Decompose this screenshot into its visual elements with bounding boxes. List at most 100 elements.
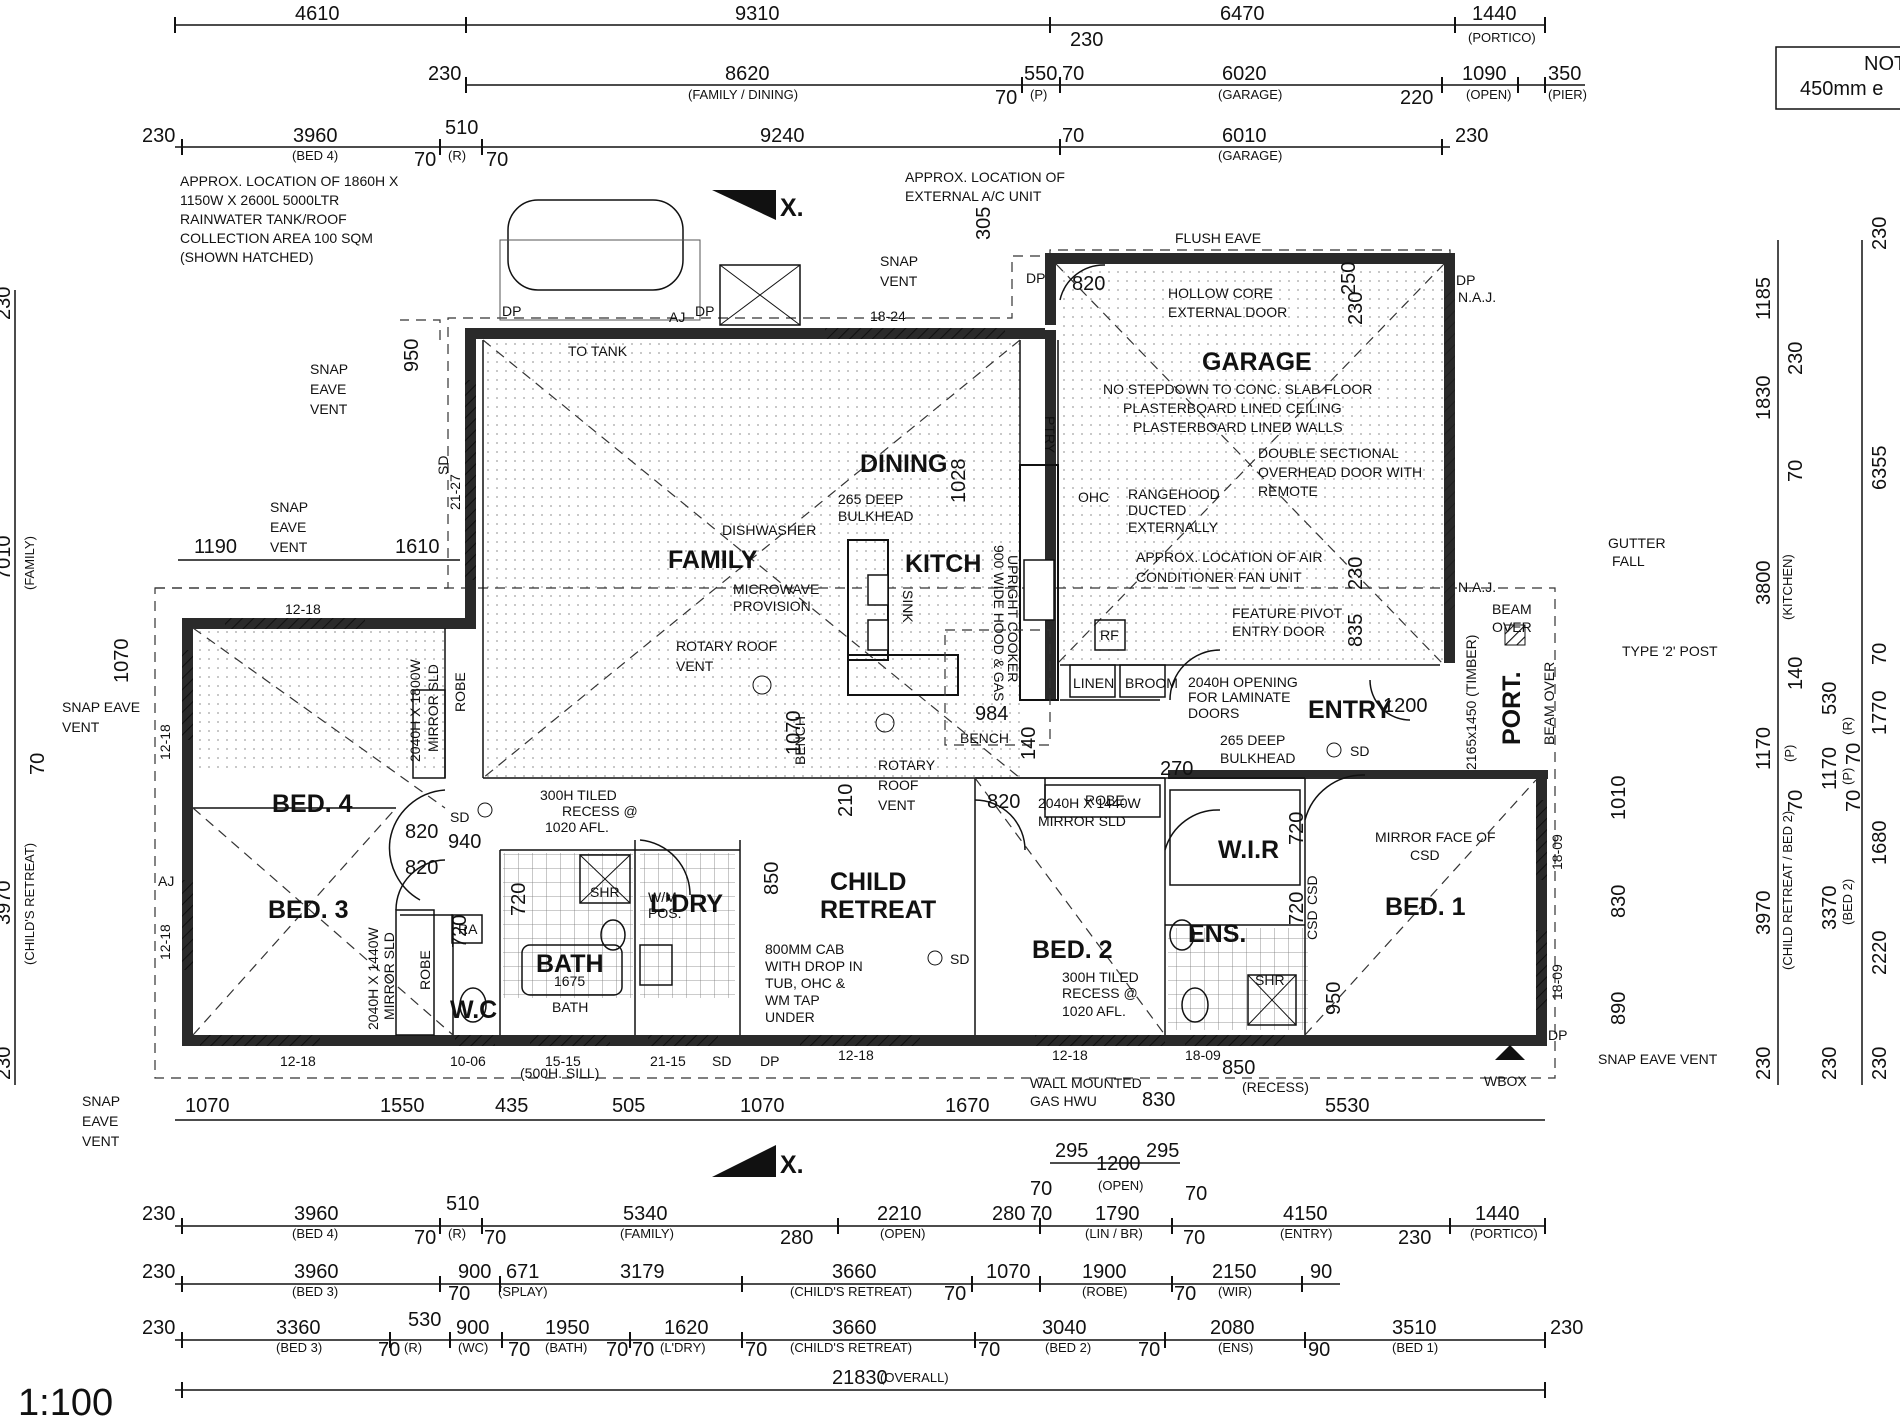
note-garage-2: PLASTERBOARD LINED CEILING [1123, 400, 1342, 416]
note-garage-1: NO STEPDOWN TO CONC. SLAB FLOOR [1103, 381, 1372, 397]
note-cab-2: WITH DROP IN [765, 958, 863, 974]
dim-270: 270 [1160, 758, 1193, 780]
note-sectional-3: REMOTE [1258, 483, 1318, 499]
bdim2-sub-robe: (ROBE) [1082, 1284, 1128, 1299]
note-recess-850: (RECESS) [1242, 1079, 1309, 1095]
bdim2-3660: 3660 [832, 1261, 877, 1283]
bdim2-90: 90 [1310, 1261, 1332, 1283]
rdim-230b: 230 [1785, 342, 1807, 375]
note-gas-hwu-2: GAS HWU [1030, 1093, 1097, 1109]
dim-940: 940 [448, 831, 481, 853]
label-cooktop-2: UPRIGHT COOKER [1005, 555, 1021, 682]
room-bed3: BED. 3 [268, 896, 349, 924]
notice-line1: NOT [1864, 53, 1900, 75]
dim-850-ens: 850 [1222, 1057, 1255, 1079]
label-cooktop-1: 900 WIDE HOOD & GAS [991, 545, 1007, 701]
bdim1-280b: 280 [992, 1203, 1025, 1225]
north-marker-top: X. [712, 190, 804, 222]
top-dimensions: 4610 9310 6470 1440 (PORTICO) 230 230 86… [142, 3, 1587, 171]
bdim0-1070b: 1070 [740, 1095, 785, 1117]
rdim-70e: 70 [1869, 643, 1891, 665]
bdim2-70c: 70 [448, 1283, 470, 1305]
dim-r2-sub-garage: (GARAGE) [1218, 87, 1282, 102]
note-snap-2c: VENT [270, 539, 308, 555]
bdim2-2150: 2150 [1212, 1261, 1257, 1283]
rdim-140: 140 [1785, 657, 1807, 690]
label-dp-3: DP [1026, 270, 1045, 286]
note-to-tank: TO TANK [568, 343, 628, 359]
note-snap-2a: SNAP [270, 499, 308, 515]
bdim3-230: 230 [142, 1317, 175, 1339]
note-bath-1675: 1675 [554, 973, 585, 989]
note-rotary-2a: ROTARY [878, 757, 936, 773]
note-snap-5b: EAVE [82, 1113, 118, 1129]
dim-r2-sub-pier: (PIER) [1548, 87, 1587, 102]
label-ra: RA [458, 921, 478, 937]
rdim-retreat: (CHILD RETREAT / BED 2) [1780, 811, 1795, 970]
win-code-3: 12-18 [157, 924, 173, 960]
dim-950-b: 950 [1323, 982, 1345, 1015]
room-garage: GARAGE [1202, 348, 1312, 376]
dim-r2-8620: 8620 [725, 63, 770, 85]
dim-984: 984 [975, 703, 1008, 725]
rdim-70d: 70 [1843, 790, 1865, 812]
bdim2-1900: 1900 [1082, 1261, 1127, 1283]
bdim0-505: 505 [612, 1095, 645, 1117]
dim-r2-230: 230 [428, 63, 461, 85]
note-recess1-1: 300H TILED [540, 787, 617, 803]
note-rotary-1b: VENT [676, 658, 714, 674]
bdim1-sub-open-top: (OPEN) [1098, 1178, 1144, 1193]
dim-r2-350: 350 [1548, 63, 1581, 85]
bdim1-3960: 3960 [294, 1203, 339, 1225]
bdim1-295a: 295 [1055, 1140, 1088, 1162]
bdim3-sub-bed3: (BED 3) [276, 1340, 322, 1355]
room-entry: ENTRY [1308, 696, 1392, 724]
note-pivot-2: ENTRY DOOR [1232, 623, 1325, 639]
note-cab-4: WM TAP [765, 992, 820, 1008]
note-pivot-1: FEATURE PIVOT [1232, 605, 1343, 621]
note-mirror-bed4-2: MIRROR SLD [425, 664, 441, 752]
bdim1-2210: 2210 [877, 1203, 922, 1225]
bdim1-70a: 70 [1030, 1178, 1052, 1200]
note-mirror-csd-2: CSD [1410, 847, 1440, 863]
note-tank-3: RAINWATER TANK/ROOF [180, 211, 347, 227]
rdim-3970: 3970 [1753, 891, 1775, 936]
rdim-530a: 530 [1819, 682, 1841, 715]
bdim3-3360: 3360 [276, 1317, 321, 1339]
bdim2-671: 671 [506, 1261, 539, 1283]
bdim3-sub-bed2: (BED 2) [1045, 1340, 1091, 1355]
bdim1-sub-lin: (LIN / BR) [1085, 1226, 1143, 1241]
rdim-230c: 230 [1753, 1047, 1775, 1080]
bdim3-70f: 70 [978, 1339, 1000, 1361]
room-child-retreat-1: CHILD [830, 868, 906, 896]
north-marker-top-label: X. [780, 194, 804, 222]
note-bath-label: BATH [552, 999, 588, 1015]
win-code-12: 18-09 [1549, 964, 1565, 1000]
win-code-7: 21-15 [650, 1053, 686, 1069]
dim-r2-70b: 70 [995, 87, 1017, 109]
note-sectional-2: OVERHEAD DOOR WITH [1258, 464, 1422, 480]
dim-850-recess: 850 [761, 862, 783, 895]
room-labels: FAMILY DINING KITCH GARAGE BED. 4 BED. 3… [268, 348, 1526, 1024]
label-dp-1: DP [502, 303, 521, 319]
win-code-2: 12-18 [157, 724, 173, 760]
note-rotary-2b: ROOF [878, 777, 918, 793]
rdim-1830: 1830 [1753, 376, 1775, 421]
label-ohc: OHC [1078, 489, 1109, 505]
bdim2-sub-splay: (SPLAY) [498, 1284, 548, 1299]
note-opening-2: FOR LAMINATE [1188, 689, 1290, 705]
dim-r3-9240: 9240 [760, 125, 805, 147]
label-dp-5: DP [760, 1053, 779, 1069]
bdim2-1070: 1070 [986, 1261, 1031, 1283]
bdim1-5340: 5340 [623, 1203, 668, 1225]
note-recess1-3: 1020 AFL. [545, 819, 609, 835]
room-kitch: KITCH [905, 550, 981, 578]
label-rf: RF [1100, 627, 1119, 643]
rdim-kitchen: (KITCHEN) [1780, 554, 1795, 620]
bdim2-900: 900 [458, 1261, 491, 1283]
label-shr-1: SHR [590, 884, 620, 900]
dim-top-portico: (PORTICO) [1468, 30, 1536, 45]
rdim-6355: 6355 [1869, 446, 1891, 491]
dim-r3-sub-bed4: (BED 4) [292, 148, 338, 163]
